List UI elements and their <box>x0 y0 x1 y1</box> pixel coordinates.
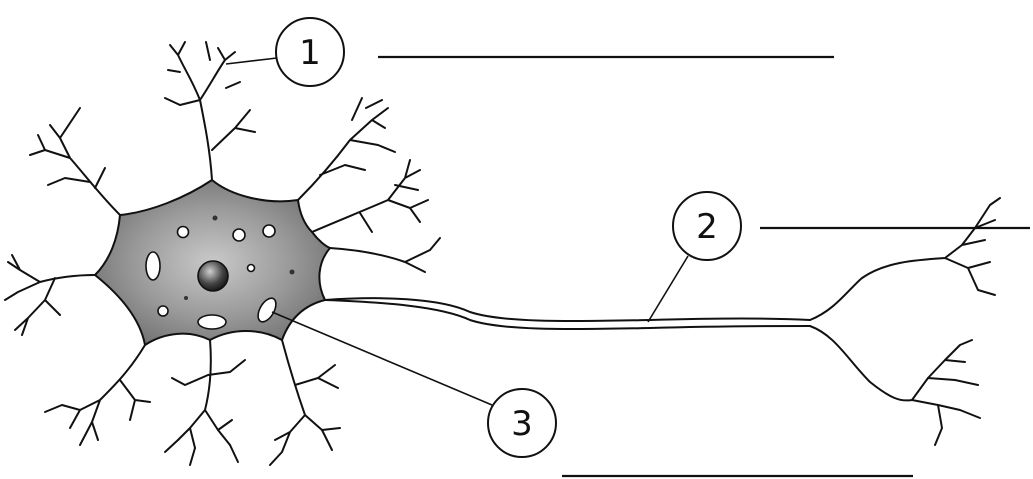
label-3: 3 <box>272 312 913 476</box>
label-3-leader <box>272 312 492 405</box>
label-1-number: 1 <box>299 33 321 73</box>
label-3-number: 3 <box>511 404 533 444</box>
axon <box>325 298 810 329</box>
axon-terminals <box>810 198 1000 445</box>
label-2: 2 <box>648 192 1030 322</box>
label-2-leader <box>648 256 688 322</box>
label-1: 1 <box>226 18 834 86</box>
label-1-leader <box>226 58 277 64</box>
label-2-number: 2 <box>696 207 718 247</box>
nucleus <box>198 261 228 291</box>
